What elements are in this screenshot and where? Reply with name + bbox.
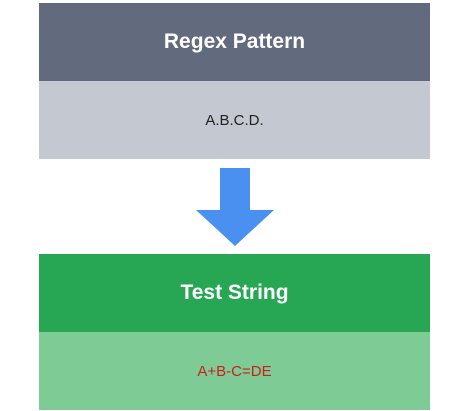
test-string-panel: Test String A+B-C=DE [39, 254, 430, 410]
regex-pattern-value: A.B.C.D. [39, 81, 430, 159]
test-string-value: A+B-C=DE [39, 332, 430, 410]
test-string-heading: Test String [39, 254, 430, 332]
regex-pattern-heading: Regex Pattern [39, 3, 430, 81]
arrow-down-icon [196, 168, 274, 246]
regex-pattern-panel: Regex Pattern A.B.C.D. [39, 3, 430, 159]
